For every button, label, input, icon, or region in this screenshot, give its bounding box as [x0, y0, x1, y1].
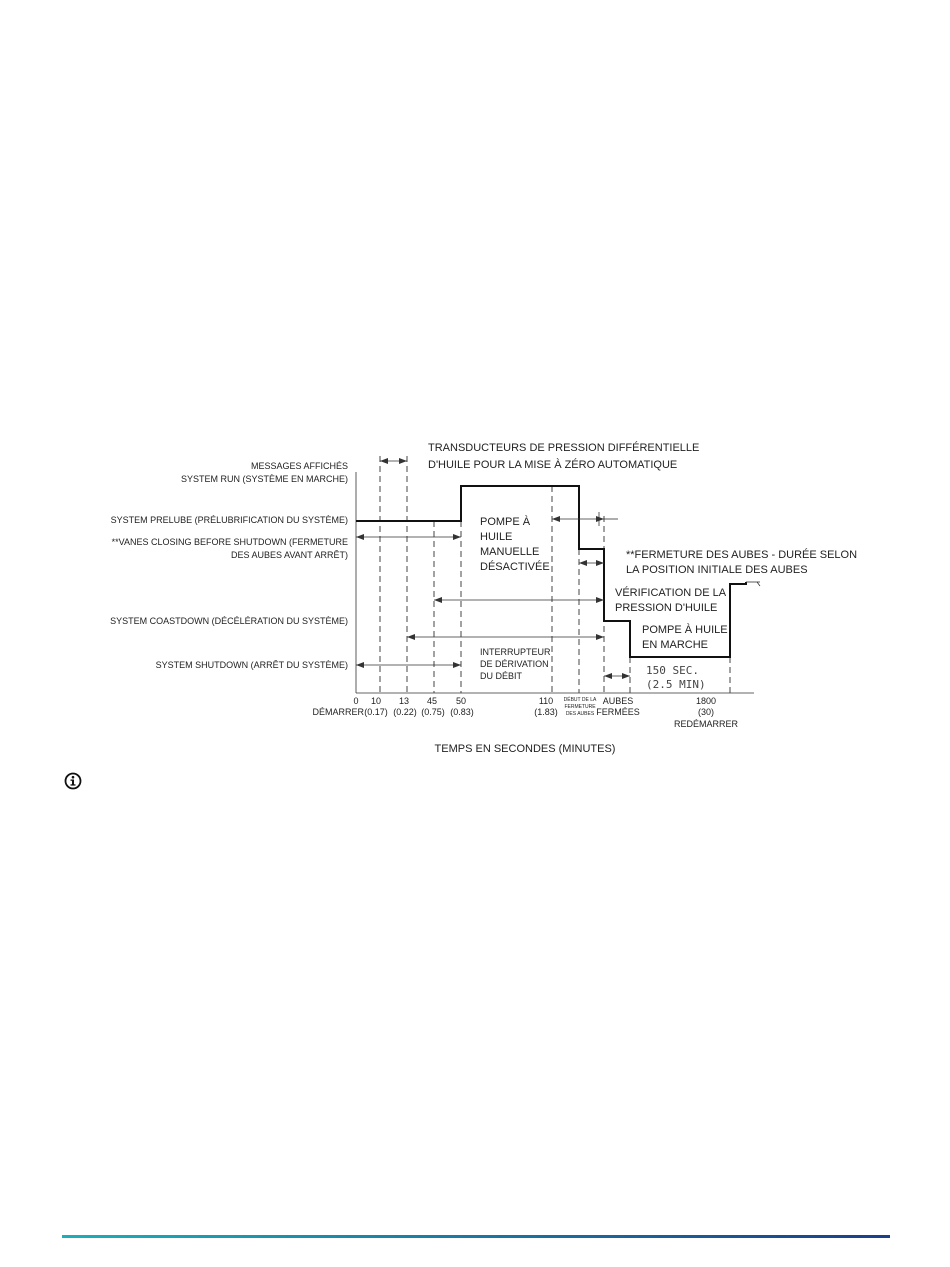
- row-label-prelube: SYSTEM PRELUBE (PRÉLUBRIFICATION DU SYST…: [111, 515, 348, 525]
- pump-manual-line4: DÉSACTIVÉE: [480, 560, 550, 573]
- tick-sub-45: (0.75): [421, 707, 445, 717]
- oil-check-line2: PRESSION D'HUILE: [615, 602, 717, 614]
- vanes-duration-line1: **FERMETURE DES AUBES - DURÉE SELON: [626, 548, 857, 561]
- pump-manual-line1: POMPE À: [480, 515, 531, 528]
- sec-150-line1: 150 SEC.: [646, 664, 699, 677]
- messages-label-line1: MESSAGES AFFICHÉS: [251, 461, 348, 471]
- pump-running-line2: EN MARCHE: [642, 639, 708, 651]
- x-tick-labels: 0 10 13 45 50 110 1800 DÉMARRER (0.17) (…: [312, 696, 738, 729]
- tick-13: 13: [399, 696, 409, 706]
- row-label-vanes-line2: DES AUBES AVANT ARRÊT): [231, 550, 348, 560]
- pump-manual-line3: MANUELLE: [480, 546, 539, 558]
- x-axis-title: TEMPS EN SECONDES (MINUTES): [435, 743, 616, 755]
- tick-sub-50: (0.83): [450, 707, 474, 717]
- tick-sub-1800: (30): [698, 707, 714, 717]
- transducers-label-line1: TRANSDUCTEURS DE PRESSION DIFFÉRENTIELLE: [428, 441, 699, 454]
- vanes-start-line2: FERMETURE: [564, 704, 596, 710]
- vanes-duration-line2: LA POSITION INITIALE DES AUBES: [626, 564, 808, 576]
- system-state-trace: [356, 485, 747, 658]
- tick-sub-110: (1.83): [534, 707, 558, 717]
- pump-manual-line2: HUILE: [480, 531, 512, 543]
- tick-restart: REDÉMARRER: [674, 719, 739, 729]
- trace-end-mark: [756, 581, 761, 587]
- flow-switch-line3: DU DÉBIT: [480, 671, 523, 681]
- transducers-label-line2: D'HUILE POUR LA MISE À ZÉRO AUTOMATIQUE: [428, 458, 677, 471]
- tick-0: 0: [353, 696, 358, 706]
- vanes-closed-line2: FERMÉES: [596, 707, 640, 717]
- row-label-shutdown: SYSTEM SHUTDOWN (ARRÊT DU SYSTÈME): [156, 660, 348, 670]
- info-circle-icon: [64, 772, 82, 790]
- tick-110: 110: [539, 696, 553, 706]
- vanes-start-line3: DES AUBES: [566, 711, 595, 717]
- vanes-closed-line1: AUBES: [603, 696, 634, 706]
- tick-50: 50: [456, 696, 466, 706]
- tick-sub-13: (0.22): [393, 707, 417, 717]
- oil-check-line1: VÉRIFICATION DE LA: [615, 586, 727, 599]
- tick-sub-start: DÉMARRER: [312, 707, 364, 717]
- tick-1800: 1800: [696, 696, 716, 706]
- row-label-vanes-line1: **VANES CLOSING BEFORE SHUTDOWN (FERMETU…: [112, 537, 348, 547]
- vanes-start-line1: DÉBUT DE LA: [564, 696, 597, 703]
- sec-150-line2: (2.5 MIN): [646, 678, 706, 691]
- row-label-coastdown: SYSTEM COASTDOWN (DÉCÉLÉRATION DU SYSTÈM…: [110, 616, 348, 626]
- tick-sub-10: (0.17): [364, 707, 388, 717]
- flow-switch-line2: DE DÉRIVATION: [480, 659, 549, 669]
- pump-running-line1: POMPE À HUILE: [642, 623, 728, 636]
- tick-10: 10: [371, 696, 381, 706]
- messages-label-line2: SYSTEM RUN (SYSTÈME EN MARCHE): [181, 474, 348, 484]
- tick-45: 45: [427, 696, 437, 706]
- flow-switch-line1: INTERRUPTEUR: [480, 647, 551, 657]
- footer-rule: [62, 1235, 890, 1238]
